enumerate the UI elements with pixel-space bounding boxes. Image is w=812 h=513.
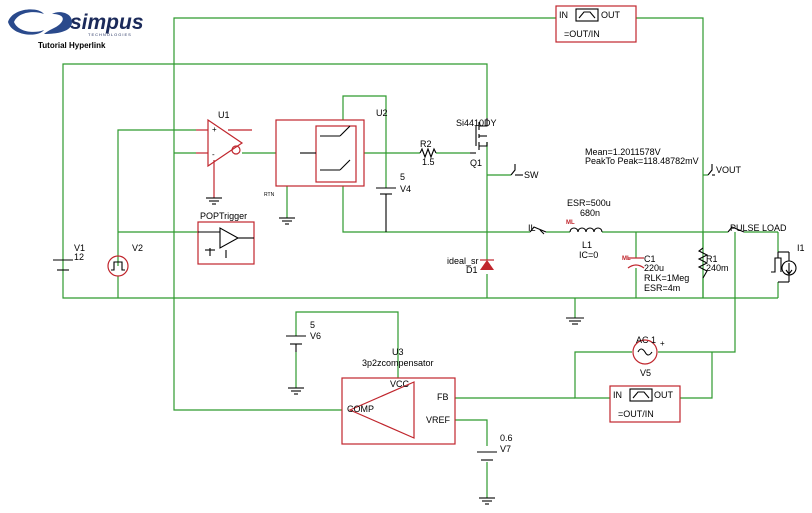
l1-esr: ESR=500u (567, 198, 611, 208)
r2-value: 1.5 (422, 157, 435, 167)
u3-compensator[interactable]: U3 3p2zcompensator VCC COMP FB VREF (341, 347, 456, 445)
v6-ref: V6 (310, 331, 321, 341)
v5-ref: V5 (640, 368, 651, 378)
i1-current-source[interactable]: I1 (771, 243, 805, 283)
u2-ref: U2 (376, 108, 388, 118)
c1-marker: ML (622, 256, 631, 262)
poptrigger-label: POPTrigger (200, 211, 247, 221)
u3-fb: FB (437, 392, 449, 402)
r1-resistor[interactable]: R1 240m (697, 247, 729, 279)
top-block-out: OUT (601, 10, 621, 20)
v4-value: 5 (400, 172, 405, 182)
simplis-logo[interactable]: simpus TECHNOLOGIES Tutorial Hyperlink (8, 9, 144, 50)
v6-source[interactable]: 5 V6 (286, 320, 321, 395)
v4-source[interactable]: 5 V4 (376, 172, 411, 232)
top-outin-block[interactable]: IN OUT =OUT/IN (555, 5, 637, 43)
ground-symbol (566, 317, 584, 325)
u1-plus: + (212, 125, 217, 134)
il-label: IL (528, 223, 536, 233)
bottom-block-out: OUT (654, 390, 674, 400)
tutorial-hyperlink[interactable]: Tutorial Hyperlink (38, 41, 106, 50)
d1-ref: D1 (466, 265, 478, 275)
d1-diode[interactable]: ideal_sr D1 (447, 256, 494, 275)
u3-comp: COMP (347, 404, 374, 414)
top-block-in: IN (559, 10, 568, 20)
vout-label: VOUT (716, 165, 742, 175)
pulse-load-label: PULSE LOAD (730, 223, 787, 233)
v5-ac-source[interactable]: AC 1 V5 + (632, 335, 665, 378)
u1-minus: - (212, 150, 215, 159)
c1-ref: C1 (644, 254, 656, 264)
r1-ref: R1 (706, 254, 718, 264)
q1-part: Si4410DY (456, 118, 497, 128)
v7-source[interactable]: 0.6 V7 (477, 433, 513, 505)
poptrigger-block[interactable]: POPTrigger (197, 211, 255, 265)
q1-mosfet[interactable]: Si4410DY Q1 (456, 118, 497, 168)
l1-ic: IC=0 (579, 250, 598, 260)
v7-value: 0.6 (500, 433, 513, 443)
r1-value: 240m (706, 263, 729, 273)
d1-part: ideal_sr (447, 256, 479, 266)
r2-resistor[interactable]: R2 1.5 (419, 139, 437, 167)
u2-rtn: RTN (264, 192, 275, 198)
r2-ref: R2 (420, 139, 432, 149)
l1-ref: L1 (582, 240, 592, 250)
v5-plus: + (660, 339, 665, 348)
c1-rlk: RLK=1Meg (644, 273, 689, 283)
l1-value: 680n (580, 208, 600, 218)
u3-vcc: VCC (390, 379, 410, 389)
pulse-load-probe[interactable]: PULSE LOAD (727, 223, 787, 233)
v6-value: 5 (310, 320, 315, 330)
top-block-label: =OUT/IN (564, 29, 600, 39)
u1-comparator[interactable]: + - U1 (196, 110, 252, 205)
v5-type: AC 1 (636, 335, 656, 345)
v1-ref: V1 (74, 243, 85, 253)
bottom-outin-block[interactable]: IN OUT =OUT/IN (609, 385, 681, 423)
q1-ref: Q1 (470, 158, 482, 168)
vout-peak: PeakTo Peak=118.48782mV (585, 156, 699, 166)
v2-source[interactable]: V2 (107, 243, 143, 277)
v4-ref: V4 (400, 184, 411, 194)
c1-value: 220u (644, 263, 664, 273)
i1-ref: I1 (797, 243, 805, 253)
c1-esr: ESR=4m (644, 283, 680, 293)
c1-capacitor[interactable]: ML C1 220u RLK=1Meg ESR=4m (622, 254, 689, 293)
l1-inductor[interactable]: ML ESR=500u 680n L1 IC=0 (566, 198, 611, 260)
v1-value: 12 (74, 252, 84, 262)
v1-source[interactable]: V1 12 (53, 243, 85, 271)
u3-ref: U3 (392, 347, 404, 357)
vout-probe[interactable]: VOUT Mean=1.2011578V PeakTo Peak=118.487… (585, 147, 742, 176)
sw-label: SW (524, 170, 539, 180)
bottom-block-in: IN (613, 390, 622, 400)
u1-ref: U1 (218, 110, 230, 120)
l1-marker: ML (566, 220, 575, 226)
v7-ref: V7 (500, 444, 511, 454)
bottom-block-label: =OUT/IN (618, 409, 654, 419)
vout-mean: Mean=1.2011578V (585, 147, 661, 157)
sw-probe[interactable]: SW (510, 164, 539, 180)
u3-name: 3p2zcompensator (362, 358, 434, 368)
v2-ref: V2 (132, 243, 143, 253)
wires (62, 17, 779, 498)
logo-tagline: TECHNOLOGIES (88, 32, 132, 37)
u2-latch[interactable]: U2 RTN (264, 108, 388, 225)
u3-vref: VREF (426, 415, 451, 425)
logo-brand: simpus (70, 11, 144, 34)
il-probe[interactable]: IL (528, 223, 547, 235)
